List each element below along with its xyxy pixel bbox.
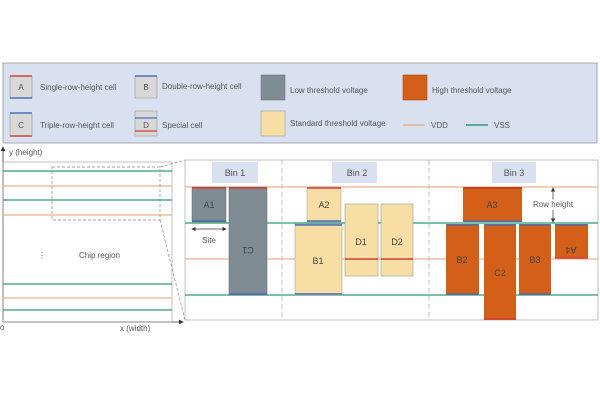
legend-letter-d: D bbox=[143, 121, 149, 130]
legend-special-label: Special cell bbox=[162, 121, 203, 130]
svg-text:A1: A1 bbox=[203, 200, 214, 210]
bin-2-label: Bin 2 bbox=[332, 162, 377, 183]
svg-text:A3: A3 bbox=[486, 200, 497, 210]
cell-a2: A2 bbox=[306, 186, 342, 223]
cell-a1: A1 bbox=[191, 186, 227, 223]
legend-hvt-label: High threshold voltage bbox=[432, 86, 512, 95]
site-annotation: Site bbox=[191, 226, 227, 245]
x-axis-label: x (width) bbox=[120, 324, 151, 333]
svg-text:B2: B2 bbox=[456, 255, 467, 265]
legend-vdd: VDD bbox=[403, 121, 448, 130]
chip-panel: y (height) x (width) o ⋮ Chip region bbox=[0, 146, 186, 333]
cell-b3: B3 bbox=[519, 224, 551, 295]
legend-double-row: B Double-row-height cell bbox=[134, 75, 242, 99]
chip-rails bbox=[3, 170, 172, 311]
legend-lvt: Low threshold voltage bbox=[260, 74, 368, 101]
cell-b1: B1 bbox=[294, 223, 343, 296]
zoom-region-box bbox=[51, 166, 161, 221]
row-height-label: Row height bbox=[533, 200, 574, 209]
svg-text:Bin 3: Bin 3 bbox=[504, 168, 525, 178]
bin-3-label: Bin 3 bbox=[492, 162, 536, 183]
legend-vss-label: VSS bbox=[494, 121, 510, 130]
cell-d2: D2 bbox=[380, 203, 414, 277]
cell-d1: D1 bbox=[344, 203, 379, 277]
zoomed-panel: Bin 1 Bin 2 Bin 3 A1 C1 A2 B1 D1 D2 A3 B… bbox=[184, 159, 599, 321]
chip-region-label: Chip region bbox=[79, 251, 120, 260]
legend-letter-b: B bbox=[143, 83, 148, 92]
cell-a3: A3 bbox=[463, 187, 522, 222]
svg-text:Bin 1: Bin 1 bbox=[225, 168, 246, 178]
legend-svt-label: Standard threshold voltage bbox=[290, 119, 386, 128]
cell-a4-flipped: A4 bbox=[555, 224, 588, 259]
site-label: Site bbox=[202, 236, 216, 245]
svg-text:C1: C1 bbox=[242, 245, 254, 255]
svg-text:B1: B1 bbox=[312, 256, 323, 266]
legend-letter-c: C bbox=[18, 121, 24, 130]
legend-vss: VSS bbox=[466, 121, 510, 130]
svg-text:D2: D2 bbox=[391, 237, 403, 247]
svg-text:C2: C2 bbox=[494, 268, 506, 278]
cell-b2: B2 bbox=[446, 224, 479, 295]
svg-text:D1: D1 bbox=[355, 237, 367, 247]
legend-double-label: Double-row-height cell bbox=[162, 82, 242, 91]
y-axis-label: y (height) bbox=[9, 148, 43, 157]
row-height-annotation: Row height bbox=[531, 187, 575, 223]
legend-triple-label: Triple-row-height cell bbox=[40, 121, 114, 130]
svg-text:A4: A4 bbox=[565, 245, 576, 255]
bin-1-label: Bin 1 bbox=[212, 162, 258, 183]
legend-single-row: A Single-row-height cell bbox=[9, 75, 117, 99]
legend: A Single-row-height cell C Triple-row-he… bbox=[2, 62, 598, 144]
legend-triple-row: C Triple-row-height cell bbox=[9, 112, 114, 137]
legend-letter-a: A bbox=[18, 83, 24, 92]
svg-text:Bin 2: Bin 2 bbox=[347, 168, 368, 178]
legend-lvt-label: Low threshold voltage bbox=[290, 86, 368, 95]
legend-vdd-label: VDD bbox=[431, 121, 448, 130]
legend-single-label: Single-row-height cell bbox=[40, 83, 117, 92]
legend-special: D Special cell bbox=[134, 110, 203, 137]
cell-c1: C1 bbox=[228, 186, 268, 296]
svg-text:A2: A2 bbox=[318, 200, 329, 210]
cell-c2: C2 bbox=[484, 224, 516, 320]
origin-label: o bbox=[0, 323, 5, 332]
ellipsis-dots: ⋮ bbox=[38, 251, 46, 260]
svg-text:B3: B3 bbox=[529, 255, 540, 265]
legend-hvt: High threshold voltage bbox=[402, 74, 512, 101]
legend-svt: Standard threshold voltage bbox=[260, 110, 386, 137]
